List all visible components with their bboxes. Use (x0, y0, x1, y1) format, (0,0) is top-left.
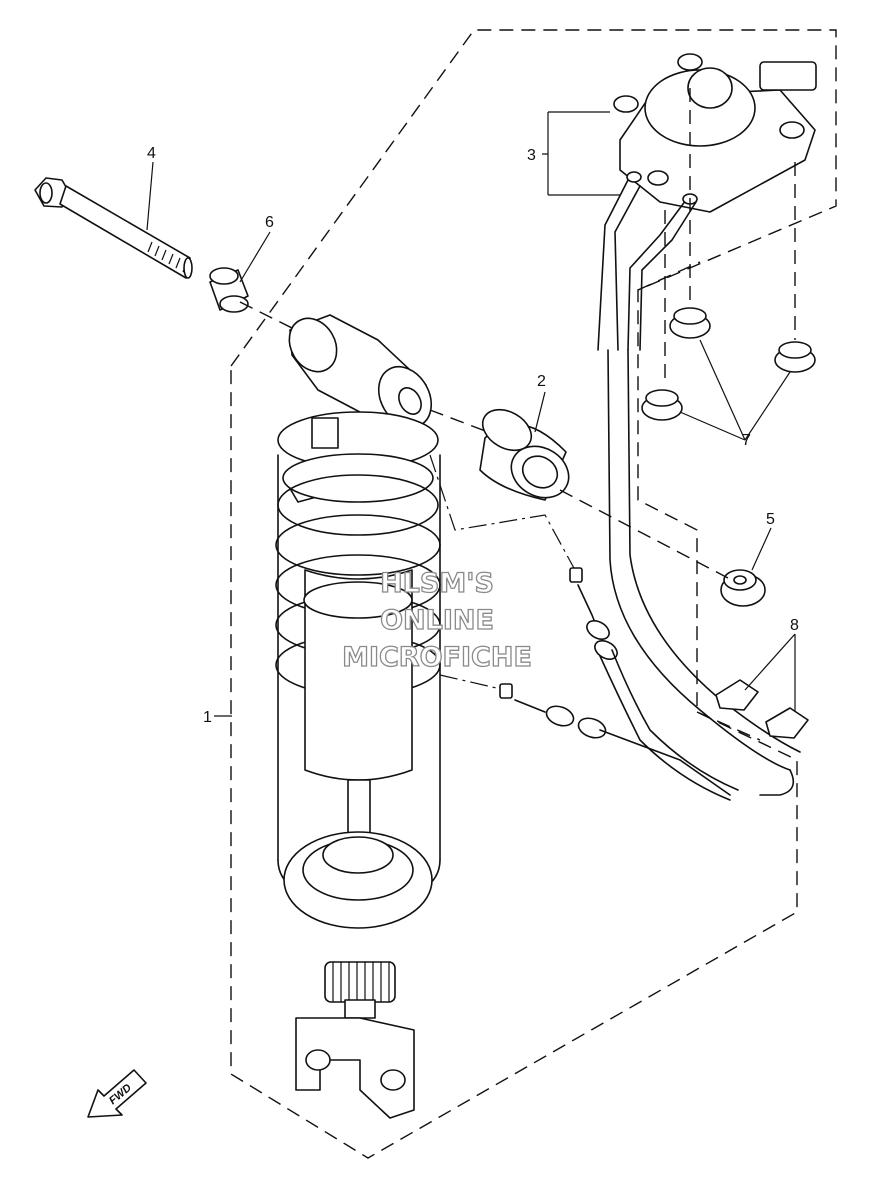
callout-1: 1 (203, 709, 212, 726)
watermark-line1: HLSM'S (380, 568, 494, 599)
callout-5: 5 (766, 511, 775, 528)
adjuster-cable (429, 454, 739, 801)
watermark: HLSM'S ONLINE MICROFICHE (341, 567, 532, 673)
callout-3: 3 (527, 147, 536, 164)
shock-absorber (275, 314, 441, 1119)
callout-8: 8 (790, 617, 799, 634)
callout-7: 7 (742, 432, 751, 449)
callout-labels: 1 2 3 4 5 6 7 8 (147, 145, 799, 726)
callout-2: 2 (537, 373, 546, 390)
nut-part (641, 307, 816, 421)
remote-adjuster-part (597, 53, 817, 351)
callout-4: 4 (147, 145, 156, 162)
fwd-arrow: FWD (87, 1069, 147, 1118)
collar-part (209, 267, 249, 313)
watermark-line3: MICROFICHE (342, 642, 532, 673)
spacer-part (479, 408, 570, 501)
watermark-line2: ONLINE (380, 605, 494, 636)
flange-nut-part (720, 569, 766, 607)
callout-6: 6 (265, 214, 274, 231)
bolt-part (34, 177, 193, 279)
leader-lines (146, 88, 796, 717)
